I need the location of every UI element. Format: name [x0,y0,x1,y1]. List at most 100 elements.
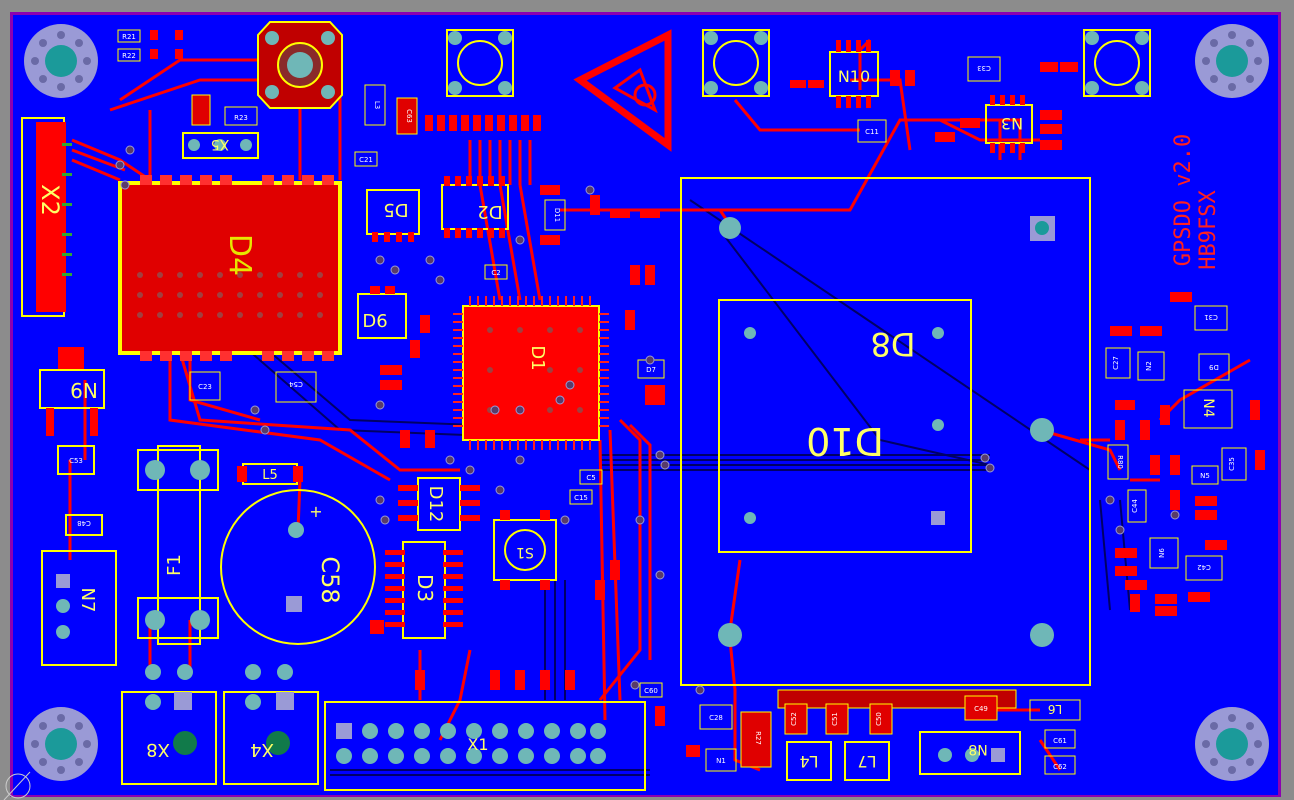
ic-n3 [985,95,1033,153]
l7-label: L7 [857,752,876,771]
l5-label: L5 [262,468,278,483]
r27-label: R27 [754,731,762,745]
r22-label: R22 [122,52,136,60]
inductor-l5 [237,463,303,485]
ic-n6 [1149,537,1179,569]
d4-pads [140,175,334,361]
d9-label: D9 [1209,363,1219,371]
ic-d12 [398,477,480,531]
capacitor-c49 [964,695,998,721]
mounting-hole-top-right [1195,24,1269,98]
origin-marker [3,771,31,800]
d1-label: D1 [527,345,548,370]
c2-label: C2 [491,269,500,277]
d6-label: D6 [362,311,387,332]
c53-label: C53 [69,457,83,465]
c48-label: C48 [77,519,91,527]
capacitor-c35 [1221,447,1247,481]
ic-d2 [441,176,509,238]
inductor-l7 [844,741,890,781]
d4-copper-area [118,181,342,355]
c51-label: C51 [831,712,839,726]
capacitor-c48 [65,514,103,536]
tact-switch-2 [702,29,770,97]
n4-label: N4 [1200,398,1216,417]
regulator-n9 [39,347,105,436]
terminal-x8 [121,664,217,785]
c61-label: C61 [1053,737,1067,745]
board-title-line2: HB9FSX [1196,190,1221,270]
capacitor-c5 [579,469,603,485]
c58-plus: + [309,502,322,521]
c49-label: C49 [974,705,988,713]
c31-label: C31 [1204,313,1218,321]
c15-label: C15 [574,494,588,502]
d2-label: D2 [477,201,502,222]
module-d8 [680,177,1091,686]
header-x1 [324,701,646,791]
ic-n10 [829,40,879,108]
d4-label: D4 [222,234,257,276]
x4-label: X4 [250,739,274,760]
vias [115,145,1180,695]
mounting-hole-top-left [24,24,98,98]
capacitor-c61 [1044,729,1076,749]
capacitor-c11 [857,119,887,143]
capacitor-c33 [967,56,1001,82]
tact-switch-3 [1083,29,1151,97]
ic-d6 [357,286,407,339]
d10-label: D10 [806,419,884,463]
capacitor-c51 [825,703,849,735]
ic-n4 [1183,389,1233,429]
c62-label: C62 [1053,763,1067,771]
resistor-r80 [1107,444,1129,480]
c58-label: C58 [316,556,344,603]
capacitor-c53 [57,445,95,475]
d11-label: D11 [553,208,561,222]
smd-pads [150,30,1265,757]
l4-label: L4 [799,752,818,771]
x2-label: X2 [36,184,64,216]
n5-label: N5 [1200,472,1210,480]
terminal-x4 [223,664,319,785]
c42-label: C42 [1197,563,1211,571]
s1-label: S1 [516,544,534,560]
d8-label: D8 [871,325,916,363]
l6-label: L6 [1048,702,1062,716]
mounting-hole-bottom-right [1195,707,1269,781]
capacitor-c28 [699,704,733,730]
x5-label: X5 [211,136,230,152]
fuse-f1 [137,445,219,645]
c60-label: C60 [644,687,658,695]
n6-label: N6 [1158,548,1166,558]
l3-label: L3 [373,101,381,109]
r80-label: R80 [1116,455,1124,469]
d7-label: D7 [646,366,656,374]
n9-label: N9 [70,378,98,402]
connector-x5 [182,132,259,159]
n1-label: N1 [716,757,726,765]
mounting-hole-bottom-left [24,707,98,781]
c5-label: C5 [586,474,595,482]
n8-label: N8 [968,741,987,757]
c11-label: C11 [865,128,879,136]
d3-label: D3 [413,574,437,602]
ic-d9 [1198,353,1230,381]
resistor-r21 [117,29,141,43]
c54-label: C54 [289,380,303,388]
capacitor-c50 [869,703,893,735]
capacitor-c62 [1044,755,1076,775]
d12-label: D12 [425,486,446,523]
board-title-line1: GPSDO v2.0 [1171,134,1196,266]
resistor-r27 [740,711,772,768]
tact-switch-1 [446,29,514,97]
x2-connector [21,117,72,317]
capacitor-c44 [1127,489,1147,523]
regulator-n8 [919,731,1021,775]
x1-label: X1 [467,735,488,754]
regulator-n7 [41,550,117,666]
c27-label: C27 [1112,356,1120,370]
trimmer-top-left [257,21,343,109]
r23-label: R23 [234,114,248,122]
capacitor-c23 [189,371,221,401]
